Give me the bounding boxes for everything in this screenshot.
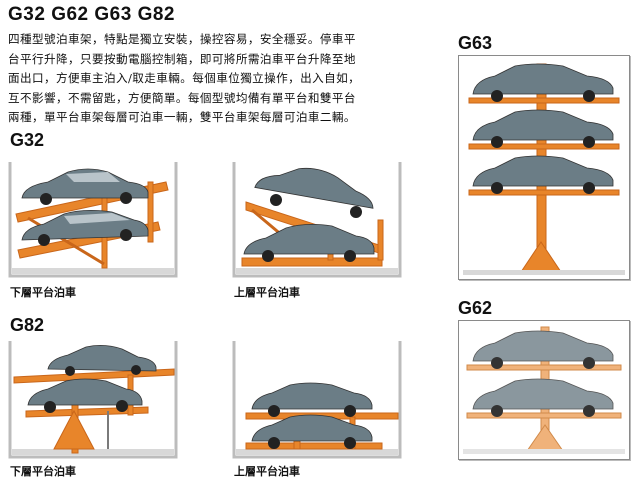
car-icon — [254, 167, 374, 218]
car-icon — [472, 155, 614, 194]
section-label-g32: G32 — [10, 130, 45, 150]
car-icon — [472, 330, 614, 369]
car-icon — [21, 210, 149, 246]
car-icon — [472, 378, 614, 417]
caption-lower-platform: 下層平台泊車 — [10, 465, 76, 478]
page-title: G32 G62 G63 G82 — [8, 4, 175, 25]
intro-paragraph: 四種型號泊車架，特點是獨立安裝，操控容易，安全穩妥。停車平 台平行升降，只要按動… — [8, 30, 448, 128]
g82-lower-diagram — [8, 337, 180, 461]
caption-upper-platform: 上層平台泊車 — [234, 465, 300, 478]
car-icon — [472, 109, 614, 148]
section-label-g62: G62 — [458, 298, 493, 318]
car-icon — [21, 168, 149, 205]
car-icon — [472, 63, 614, 102]
g82-upper-diagram — [232, 337, 404, 461]
intro-line: 台平行升降，只要按動電腦控制箱，即可將所需泊車平台升降至地 — [8, 51, 356, 66]
caption-lower-platform: 下層平台泊車 — [10, 286, 76, 299]
intro-line: 兩種，單平台車架每層可泊車一輛，雙平台車架每層可泊車二輛。 — [8, 110, 356, 125]
g32-lower-diagram — [8, 152, 180, 280]
intro-line: 面出口，方便車主泊入/取走車輛。每個車位獨立操作，出入自如， — [8, 71, 361, 86]
car-icon — [251, 414, 373, 449]
intro-line: 互不影響，不需留匙，方便簡單。每個型號均備有單平台和雙平台 — [8, 90, 356, 105]
car-icon — [243, 224, 375, 262]
caption-upper-platform: 上層平台泊車 — [234, 286, 300, 299]
section-label-g82: G82 — [10, 315, 45, 335]
g32-upper-diagram — [232, 152, 404, 280]
g63-diagram — [458, 55, 630, 280]
intro-line: 四種型號泊車架，特點是獨立安裝，操控容易，安全穩妥。停車平 — [8, 32, 356, 46]
car-icon — [47, 345, 157, 376]
g62-diagram — [458, 320, 630, 460]
car-icon — [251, 382, 373, 417]
section-label-g63: G63 — [458, 33, 493, 53]
car-icon — [27, 378, 143, 413]
